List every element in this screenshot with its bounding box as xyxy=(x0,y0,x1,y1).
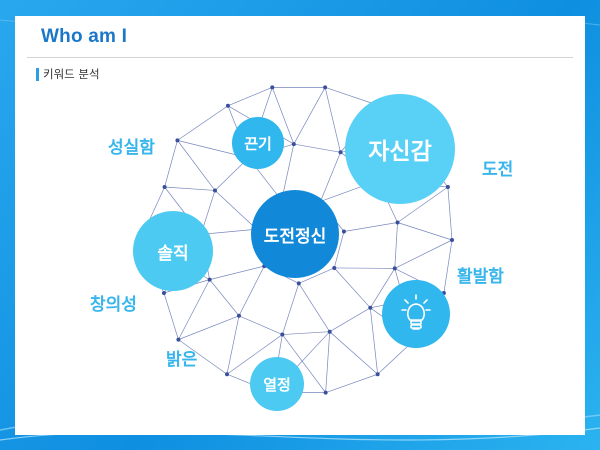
network-node xyxy=(213,188,218,193)
network-node xyxy=(327,329,332,334)
network-edge xyxy=(329,331,378,375)
network-node xyxy=(291,142,296,147)
network-edge xyxy=(200,228,257,235)
network-edge xyxy=(397,186,449,223)
network-node xyxy=(323,390,328,395)
lightbulb-icon xyxy=(401,294,431,330)
network-edge xyxy=(226,315,240,375)
network-edge xyxy=(238,315,283,335)
network-edge xyxy=(320,152,341,202)
keyword-circle-confidence: 자신감 xyxy=(345,94,455,204)
network-node xyxy=(280,332,285,337)
network-node xyxy=(175,138,180,143)
network-edge xyxy=(447,186,453,241)
network-node xyxy=(270,85,275,90)
keyword-circle-honesty-label: 솔직 xyxy=(157,243,189,264)
network-edge xyxy=(177,105,229,141)
network-edge xyxy=(209,265,265,280)
network-edge xyxy=(178,315,240,340)
subtitle-marker xyxy=(36,68,39,81)
network-edge xyxy=(177,140,216,191)
keyword-bright: 밝은 xyxy=(166,350,198,370)
network-node xyxy=(332,265,337,270)
keyword-activeness: 활발함 xyxy=(457,267,504,287)
network-node xyxy=(375,372,380,377)
network-edge xyxy=(178,279,210,340)
network-edge xyxy=(394,239,453,269)
network-node xyxy=(225,372,230,377)
keyword-circle-challenge-spirit-label: 도전정신 xyxy=(263,226,327,247)
network-edge xyxy=(298,283,331,332)
network-edge xyxy=(281,283,300,335)
network-node xyxy=(323,85,328,90)
network-edge xyxy=(443,239,453,294)
title-divider xyxy=(27,57,573,58)
network-edge xyxy=(325,331,331,393)
network-edge xyxy=(333,231,345,269)
network-edge xyxy=(324,87,341,153)
network-node xyxy=(368,305,373,310)
network-edge xyxy=(369,307,378,375)
network-edge xyxy=(164,186,216,191)
network-node xyxy=(296,281,301,286)
keyword-circle-passion-label: 열정 xyxy=(263,375,291,394)
network-edge xyxy=(226,334,283,375)
network-edge xyxy=(394,222,398,269)
network-edge xyxy=(178,339,228,375)
network-edge xyxy=(293,87,326,145)
keyword-challenge: 도전 xyxy=(482,160,514,180)
network-edge xyxy=(214,190,257,230)
network-edge xyxy=(164,140,178,188)
network-node xyxy=(341,229,346,234)
network-node xyxy=(236,313,241,318)
keyword-circle-grit: 끈기 xyxy=(232,117,284,169)
network-edge xyxy=(238,265,265,316)
network-edge xyxy=(227,87,273,107)
keyword-circle-challenge-spirit: 도전정신 xyxy=(251,190,339,278)
keyword-circle-honesty: 솔직 xyxy=(133,211,213,291)
network-node xyxy=(225,103,230,108)
network-edge xyxy=(334,267,371,309)
network-edge xyxy=(163,292,179,340)
network-node xyxy=(176,337,181,342)
network-edge xyxy=(343,222,398,232)
network-edge xyxy=(282,334,326,393)
network-node xyxy=(162,184,167,189)
keyword-circle-confidence-label: 자신감 xyxy=(368,139,432,165)
idea-circle xyxy=(382,280,450,348)
network-node xyxy=(450,238,454,242)
slide-subtitle: 키워드 분석 xyxy=(43,67,100,81)
network-edge xyxy=(298,267,335,284)
keyword-creativity: 창의성 xyxy=(90,295,137,315)
network-node xyxy=(338,150,343,155)
network-node xyxy=(392,266,397,271)
keyword-circle-grit-label: 끈기 xyxy=(244,134,272,153)
network-edge xyxy=(329,307,371,332)
network-edge xyxy=(325,373,378,393)
network-edge xyxy=(209,279,240,316)
slide-title: Who am I xyxy=(41,26,128,47)
keyword-sincerity: 성실함 xyxy=(108,138,155,158)
network-node xyxy=(161,291,166,296)
network-edge xyxy=(397,222,453,241)
network-edge xyxy=(282,331,330,335)
network-edge xyxy=(271,87,295,145)
network-node xyxy=(207,277,212,282)
network-node xyxy=(445,184,450,189)
network-edge xyxy=(369,268,396,308)
keyword-circle-passion: 열정 xyxy=(250,357,304,411)
network-node xyxy=(395,220,400,225)
network-edge xyxy=(293,143,341,153)
